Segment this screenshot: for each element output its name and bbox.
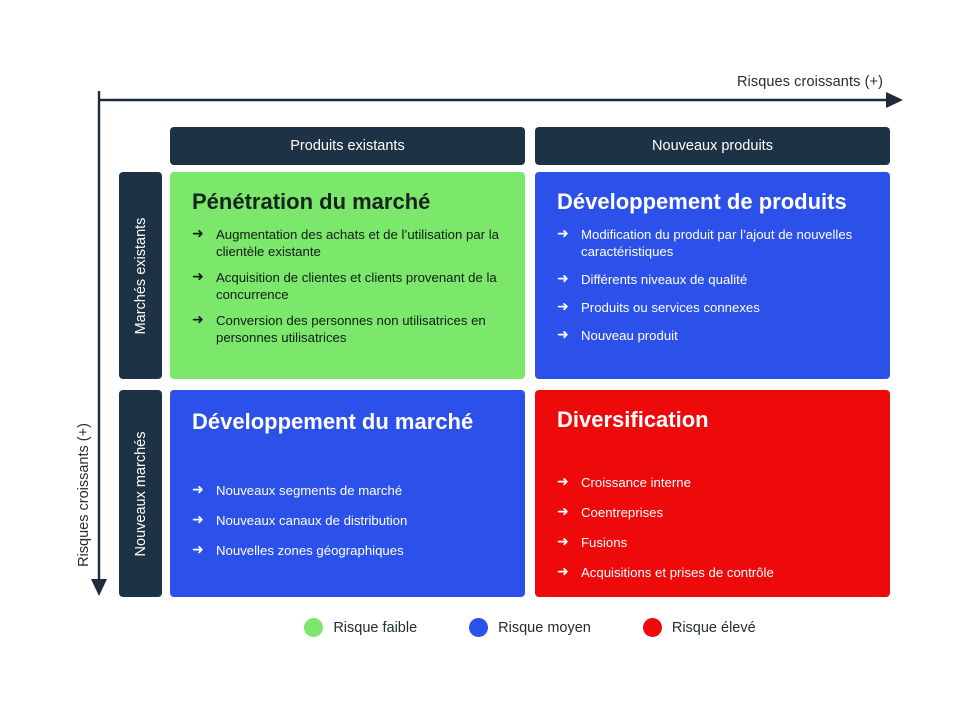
list-item: ➜ Conversion des personnes non utilisatr… <box>192 311 505 346</box>
list-item-label: Fusions <box>581 535 628 550</box>
list-item: ➜ Nouveau produit <box>557 326 870 344</box>
quadrant-item-list: ➜ Modification du produit par l’ajout de… <box>557 225 870 344</box>
legend-color-swatch <box>642 618 662 637</box>
quadrant-title: Développement du marché <box>192 409 474 434</box>
quadrant-title: Pénétration du marché <box>192 189 431 214</box>
list-item: ➜ Nouveaux segments de marché <box>192 481 505 499</box>
arrow-bullet-icon: ➜ <box>557 326 569 342</box>
arrow-bullet-icon: ➜ <box>192 268 204 284</box>
list-item-label: Augmentation des achats et de l’utilisat… <box>216 227 499 259</box>
arrow-bullet-icon: ➜ <box>557 473 569 489</box>
legend-color-swatch <box>304 618 324 637</box>
arrow-bullet-icon: ➜ <box>192 225 204 241</box>
axis-label-vertical: Risques croissants (+) <box>76 423 92 567</box>
list-item: ➜ Fusions <box>557 533 870 551</box>
arrow-bullet-icon: ➜ <box>557 225 569 241</box>
arrow-bullet-icon: ➜ <box>557 533 569 549</box>
arrow-bullet-icon: ➜ <box>192 481 204 497</box>
legend-item-medium-risk: Risque moyen <box>469 618 591 637</box>
arrow-bullet-icon: ➜ <box>557 270 569 286</box>
legend-item-label: Risque élevé <box>671 619 756 636</box>
list-item-label: Acquisitions et prises de contrôle <box>581 565 774 580</box>
quadrant-market-penetration: Pénétration du marché ➜ Augmentation des… <box>170 172 525 379</box>
legend: Risque faible Risque moyen Risque élevé <box>170 618 890 637</box>
row-header-existing-markets: Marchés existants <box>119 172 162 379</box>
list-item: ➜ Acquisitions et prises de contrôle <box>557 563 870 581</box>
quadrant-product-development: Développement de produits ➜ Modification… <box>535 172 890 379</box>
column-header-existing-products: Produits existants <box>170 127 525 165</box>
quadrant-market-development: Développement du marché ➜ Nouveaux segme… <box>170 390 525 597</box>
legend-item-high-risk: Risque élevé <box>642 618 756 637</box>
list-item: ➜ Différents niveaux de qualité <box>557 270 870 288</box>
list-item: ➜ Acquisition de clientes et clients pro… <box>192 268 505 303</box>
list-item: ➜ Augmentation des achats et de l’utilis… <box>192 225 505 260</box>
column-header-new-products: Nouveaux produits <box>535 127 890 165</box>
list-item-label: Modification du produit par l’ajout de n… <box>581 227 853 259</box>
row-header-new-markets: Nouveaux marchés <box>119 390 162 597</box>
list-item-label: Produits ou services connexes <box>581 300 760 315</box>
row-header-existing-markets-label: Marchés existants <box>132 217 149 334</box>
list-item: ➜ Croissance interne <box>557 473 870 491</box>
list-item-label: Nouvelles zones géographiques <box>216 543 404 558</box>
arrow-bullet-icon: ➜ <box>557 503 569 519</box>
quadrant-item-list: ➜ Croissance interne ➜ Coentreprises ➜ F… <box>557 473 870 581</box>
quadrant-title: Diversification <box>557 407 709 432</box>
list-item-label: Nouveau produit <box>581 328 678 343</box>
list-item-label: Coentreprises <box>581 505 664 520</box>
legend-color-swatch <box>469 618 489 637</box>
legend-item-low-risk: Risque faible <box>304 618 417 637</box>
row-header-new-markets-label: Nouveaux marchés <box>132 431 149 556</box>
list-item: ➜ Produits ou services connexes <box>557 298 870 316</box>
quadrant-item-list: ➜ Nouveaux segments de marché ➜ Nouveaux… <box>192 481 505 559</box>
list-item: ➜ Nouveaux canaux de distribution <box>192 511 505 529</box>
arrow-bullet-icon: ➜ <box>557 563 569 579</box>
list-item: ➜ Nouvelles zones géographiques <box>192 541 505 559</box>
quadrant-diversification: Diversification ➜ Croissance interne ➜ C… <box>535 390 890 597</box>
arrow-bullet-icon: ➜ <box>192 311 204 327</box>
list-item: ➜ Modification du produit par l’ajout de… <box>557 225 870 260</box>
arrow-bullet-icon: ➜ <box>192 511 204 527</box>
list-item-label: Croissance interne <box>581 475 691 490</box>
list-item-label: Acquisition de clientes et clients prove… <box>216 270 497 302</box>
list-item: ➜ Coentreprises <box>557 503 870 521</box>
legend-item-label: Risque moyen <box>498 619 591 636</box>
axis-label-horizontal: Risques croissants (+) <box>736 74 884 90</box>
list-item-label: Nouveaux canaux de distribution <box>216 513 408 528</box>
list-item-label: Différents niveaux de qualité <box>581 272 748 287</box>
list-item-label: Conversion des personnes non utilisatric… <box>216 313 486 345</box>
quadrant-title: Développement de produits <box>557 189 847 214</box>
list-item-label: Nouveaux segments de marché <box>216 483 403 498</box>
legend-item-label: Risque faible <box>333 619 418 636</box>
arrow-bullet-icon: ➜ <box>192 541 204 557</box>
quadrant-item-list: ➜ Augmentation des achats et de l’utilis… <box>192 225 505 346</box>
arrow-bullet-icon: ➜ <box>557 298 569 314</box>
